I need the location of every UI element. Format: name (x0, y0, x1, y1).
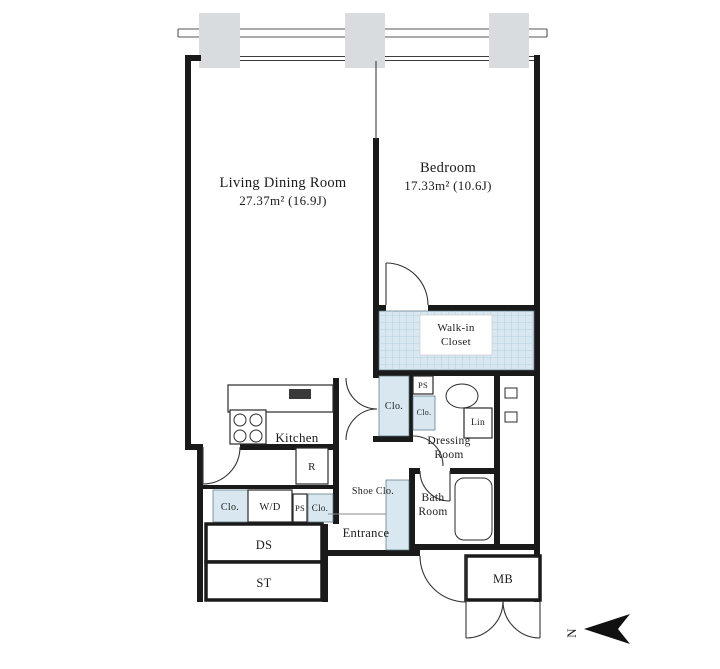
north-label: N (564, 628, 579, 638)
shoe-closet-area (385, 479, 410, 551)
bedroom-label: Bedroom (420, 160, 476, 176)
mb-door-swing (502, 600, 541, 639)
washer-dryer-label: W/D (259, 502, 280, 513)
mb-label: MB (493, 572, 513, 586)
bath-room-label-1: Bath (422, 492, 445, 504)
hall-closet-door-swing (345, 377, 378, 410)
mb-door-swing (465, 600, 504, 639)
utility-closet-area (212, 489, 249, 523)
pillar-left (199, 13, 240, 68)
kitchen-counter (227, 384, 334, 413)
burner-icon (233, 429, 247, 443)
kitchen-sink (289, 389, 311, 399)
refrigerator-label: R (308, 461, 316, 473)
living-room-area: 27.37m² (16.9J) (239, 193, 326, 208)
st-storage-box (204, 560, 324, 602)
living-room-label: Living Dining Room (219, 175, 346, 191)
ds-label: DS (256, 538, 273, 552)
linen-cabinet (463, 407, 493, 439)
burner-icon (249, 429, 263, 443)
pillar-right (489, 13, 529, 68)
refrigerator-space (295, 447, 329, 485)
entrance-label: Entrance (343, 526, 390, 540)
utility-door-swing (202, 446, 241, 485)
utility-closet2-label: Clo. (312, 503, 328, 513)
small-closet-label: Clo. (417, 408, 432, 417)
north-arrow-icon (584, 614, 630, 644)
dressing-door-swing (412, 435, 444, 467)
dressing-room-label-1: Dressing (427, 435, 470, 447)
ps-upper-label: PS (418, 380, 428, 390)
wc-panel-icon (504, 387, 518, 399)
bedroom-closet-door-swing (385, 262, 429, 306)
utility-closet2-area (307, 493, 334, 523)
pipe-space-lower (292, 493, 308, 523)
stove (229, 409, 267, 445)
pillar-center (345, 13, 385, 68)
wc-panel-icon (504, 411, 518, 423)
storage-areas (212, 310, 535, 551)
bath-room-label-2: Room (418, 506, 447, 518)
linen-label: Lin (471, 418, 485, 428)
entrance-door-swing (419, 555, 467, 603)
burner-icon (233, 413, 247, 427)
ps-lower-label: PS (295, 503, 305, 513)
toilet-icon (445, 383, 479, 409)
kitchen-label: Kitchen (275, 430, 318, 445)
washer-dryer-space (247, 489, 293, 523)
labels: Living Dining Room 27.37m² (16.9J) Bedro… (219, 160, 513, 590)
burner-icon (249, 413, 263, 427)
utility-closet-label: Clo. (221, 502, 239, 513)
ds-duct-box (204, 522, 324, 564)
bedroom-area: 17.33m² (10.6J) (404, 178, 491, 193)
walk-in-closet-label-1: Walk-in (437, 322, 474, 334)
hall-closet-area (378, 375, 410, 437)
st-label: ST (256, 576, 271, 590)
walk-in-closet-label-box (419, 314, 493, 356)
bathtub (454, 477, 493, 541)
dressing-room-label-2: Room (434, 449, 463, 461)
pillars (199, 13, 529, 68)
walk-in-closet-label-2: Closet (441, 336, 471, 348)
north-compass: N (564, 614, 630, 644)
walls (185, 55, 540, 602)
fixtures (204, 375, 542, 602)
shoe-closet-label: Shoe Clo. (352, 486, 394, 497)
bath-door-swing (419, 470, 451, 502)
hall-closet-label: Clo. (385, 401, 403, 412)
doors (202, 262, 541, 639)
pipe-space-upper (412, 375, 434, 395)
small-closet-area (412, 395, 436, 431)
hall-closet-door-swing (345, 408, 378, 441)
